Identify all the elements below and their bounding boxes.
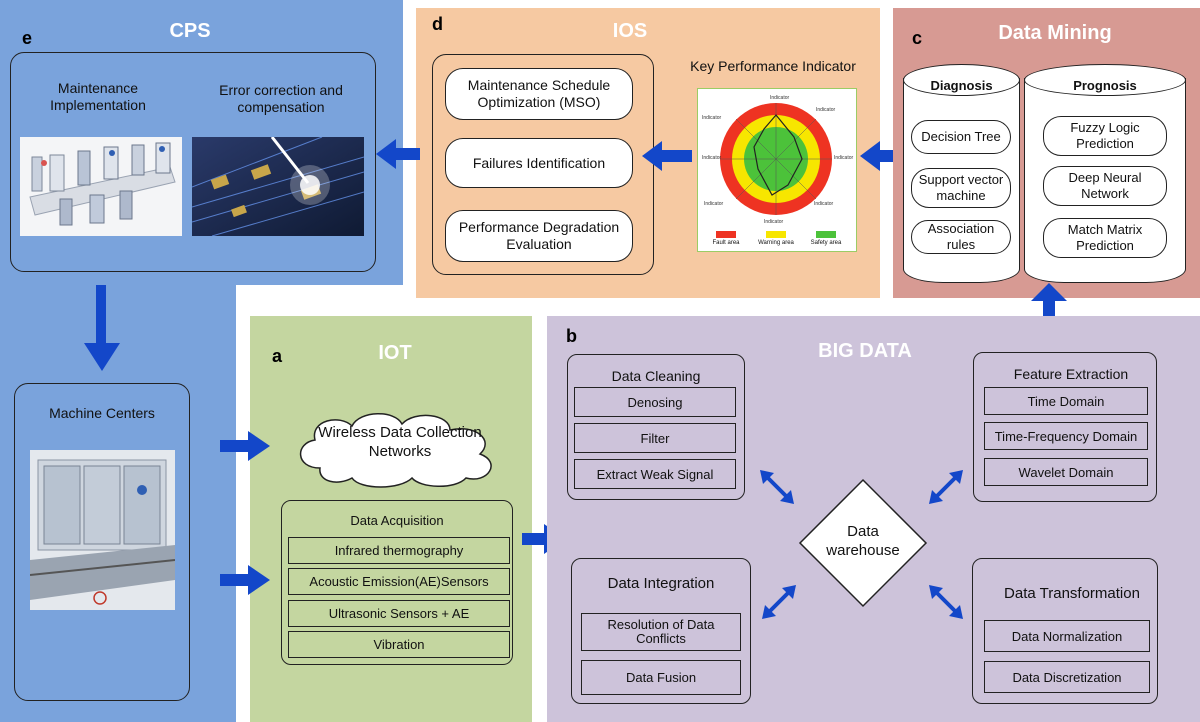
arrow-left-kpi-to-ios	[642, 141, 692, 171]
machine-center-image	[30, 450, 175, 610]
big-data-letter: b	[566, 326, 577, 346]
diagnosis-title: Diagnosis	[930, 78, 993, 93]
error-correction-label: Error correction and compensation	[219, 82, 343, 115]
data-cleaning-box	[567, 354, 745, 500]
ios-letter: d	[432, 14, 443, 34]
data-mining-title: Data Mining	[998, 22, 1112, 44]
kpi-legend-safety: Safety area	[810, 240, 842, 246]
integration-resolution-conflicts: Resolution of Data Conflicts	[581, 613, 741, 651]
svg-text:Indicator: Indicator	[702, 155, 722, 161]
data-integration-title: Data Integration	[607, 575, 715, 592]
diagnosis-cylinder-top	[903, 64, 1020, 96]
double-arrow-feature-warehouse	[929, 470, 963, 504]
cleaning-denosing: Denosing	[574, 387, 736, 417]
prognosis-match-matrix: Match Matrix Prediction	[1043, 218, 1167, 258]
arrow-down-cps-to-machines	[84, 285, 120, 371]
ios-item-performance: Performance Degradation Evaluation	[445, 210, 633, 262]
data-cleaning-title: Data Cleaning	[611, 368, 701, 384]
data-acquisition-title: Data Acquisition	[350, 513, 444, 528]
feature-wavelet-domain: Wavelet Domain	[984, 458, 1148, 486]
feature-time-frequency-domain: Time-Frequency Domain	[984, 422, 1148, 450]
svg-text:Indicator: Indicator	[704, 201, 724, 207]
feature-extraction-title: Feature Extraction	[1013, 366, 1129, 382]
cleaning-extract-weak-signal: Extract Weak Signal	[574, 459, 736, 489]
ios-item-mso: Maintenance Schedule Optimization (MSO)	[445, 68, 633, 120]
cps-letter: e	[22, 28, 33, 48]
data-transformation-title: Data Transformation	[1004, 585, 1140, 602]
acquisition-infrared: Infrared thermography	[288, 537, 510, 564]
kpi-radar-illustration: Indicator Indicator Indicator Indicator …	[702, 95, 854, 238]
data-acquisition-box	[281, 500, 513, 665]
kpi-legend-warning: Warning area	[758, 240, 794, 246]
data-transformation-box	[972, 558, 1158, 704]
feature-extraction-box	[973, 352, 1157, 502]
svg-text:Indicator: Indicator	[770, 95, 790, 101]
transformation-normalization: Data Normalization	[984, 620, 1150, 652]
wireless-cloud-label: Wireless Data Collection Networks	[318, 424, 482, 460]
acquisition-ultrasonic: Ultrasonic Sensors + AE	[288, 600, 510, 627]
acquisition-acoustic-emission: Acoustic Emission(AE)Sensors	[288, 568, 510, 595]
arrow-right-machines-to-acquisition	[220, 565, 270, 595]
data-integration-box	[571, 558, 751, 704]
kpi-legend-fault: Fault area	[712, 240, 740, 246]
data-mining-letter: c	[912, 28, 923, 48]
feature-time-domain: Time Domain	[984, 387, 1148, 415]
data-warehouse-label: Data warehouse	[826, 523, 900, 559]
svg-text:Indicator: Indicator	[764, 219, 784, 225]
diagnosis-association-rules: Association rules	[911, 220, 1011, 254]
iot-letter: a	[272, 346, 283, 366]
data-warehouse-diamond	[798, 478, 928, 608]
kpi-title: Key Performance Indicator	[690, 58, 856, 74]
maintenance-implementation-label: Maintenance Implementation	[50, 80, 146, 113]
prognosis-title: Prognosis	[1073, 78, 1137, 93]
prognosis-deep-neural-network: Deep Neural Network	[1043, 166, 1167, 206]
acquisition-vibration: Vibration	[288, 631, 510, 658]
cleaning-filter: Filter	[574, 423, 736, 453]
integration-data-fusion: Data Fusion	[581, 660, 741, 695]
big-data-title: BIG DATA	[818, 340, 912, 362]
iot-panel	[250, 316, 532, 722]
diagnosis-decision-tree: Decision Tree	[911, 120, 1011, 154]
prognosis-fuzzy-logic: Fuzzy Logic Prediction	[1043, 116, 1167, 156]
wireless-cloud-shape	[299, 413, 492, 488]
production-line-illustration	[20, 137, 182, 236]
transformation-discretization: Data Discretization	[984, 661, 1150, 693]
arrow-left-ios-to-cps	[376, 139, 420, 169]
iot-title: IOT	[378, 342, 412, 364]
double-arrow-integration-warehouse	[762, 585, 796, 619]
kpi-chart: Indicator Indicator Indicator Indicator …	[697, 88, 857, 252]
cps-inner-box	[10, 52, 376, 272]
svg-text:Indicator: Indicator	[702, 115, 722, 121]
diagnosis-svm: Support vector machine	[911, 168, 1011, 208]
svg-text:Indicator: Indicator	[814, 201, 834, 207]
arrow-right-machines-to-cloud	[220, 431, 270, 461]
circuit-board-illustration	[192, 137, 364, 236]
machine-center-illustration	[30, 450, 175, 610]
cps-title: CPS	[169, 20, 211, 42]
svg-text:Indicator: Indicator	[816, 107, 836, 113]
ios-title: IOS	[612, 20, 648, 42]
production-line-image	[20, 137, 182, 236]
circuit-board-image	[192, 137, 364, 236]
machine-centers-label: Machine Centers	[49, 405, 155, 421]
svg-text:Indicator: Indicator	[834, 155, 854, 161]
machine-centers-box	[14, 383, 190, 701]
double-arrow-transformation-warehouse	[929, 585, 963, 619]
ios-item-failures: Failures Identification	[445, 138, 633, 188]
prognosis-cylinder-top	[1024, 64, 1186, 96]
double-arrow-cleaning-warehouse	[760, 470, 794, 504]
